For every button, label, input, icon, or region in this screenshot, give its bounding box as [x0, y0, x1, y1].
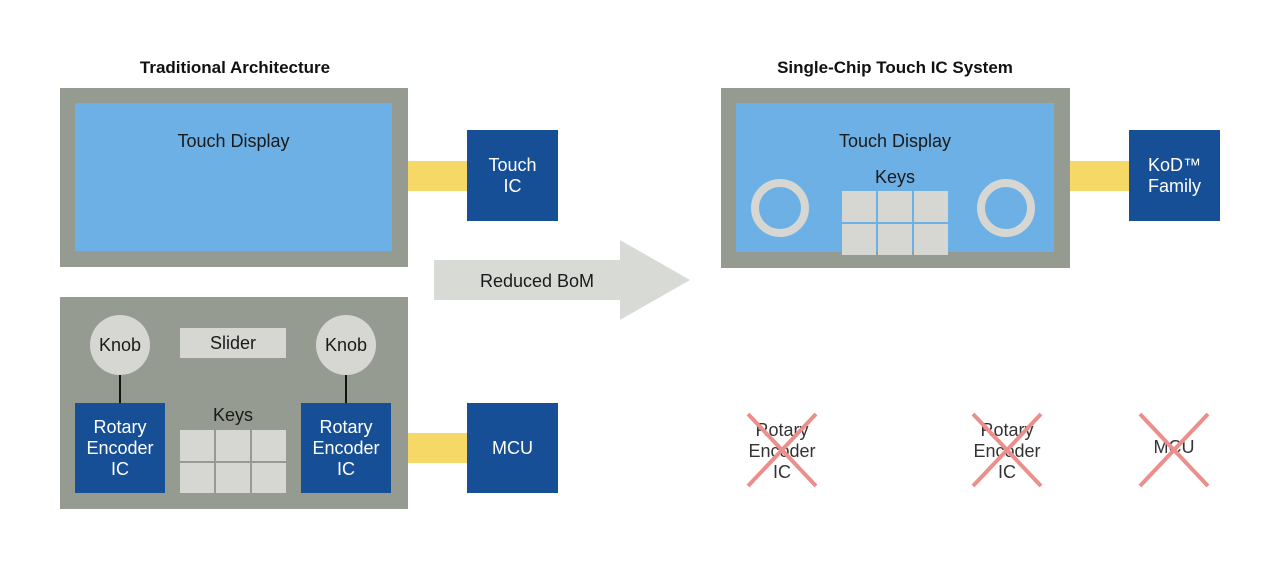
- touch-ic-connector: [408, 161, 467, 191]
- single-keys-label: Keys: [874, 167, 916, 187]
- touch-knob-right-ring: [977, 179, 1035, 237]
- slider-label: Slider: [209, 332, 257, 353]
- keys-grid: [180, 430, 286, 493]
- encoder-right-line-2: Encoder: [312, 437, 380, 458]
- touch-ic-label-line-2: IC: [503, 175, 522, 196]
- reduced-bom-label: Reduced BoM: [479, 271, 595, 291]
- touch-knob-left-ring: [751, 179, 809, 237]
- encoder-right-line-3: IC: [336, 458, 355, 479]
- removed-2-line-3: IC: [998, 462, 1016, 482]
- single-touch-display-label: Touch Display: [838, 131, 952, 151]
- traditional-controls-panel: Knob Slider Knob Rotary Encoder IC Keys …: [60, 297, 408, 509]
- kod-line-2: Family: [1147, 175, 1201, 196]
- reduced-bom-arrow-icon: [434, 240, 690, 320]
- knob-right: Knob: [316, 315, 376, 375]
- knob-right-label: Knob: [324, 334, 368, 355]
- key: [216, 462, 250, 493]
- key: [842, 224, 876, 255]
- key: [180, 462, 214, 493]
- key: [914, 191, 948, 222]
- kod-line-1: KoD™: [1147, 154, 1201, 175]
- touch-display-label: Touch Display: [177, 131, 290, 151]
- single-chip-display-frame: Touch Display Keys: [721, 88, 1070, 268]
- kod-connector: [1070, 161, 1129, 191]
- touch-display: Touch Display: [75, 103, 392, 251]
- knob-left-label: Knob: [98, 334, 142, 355]
- mcu-block: MCU: [467, 403, 558, 493]
- traditional-architecture-title: Traditional Architecture: [139, 58, 331, 77]
- key: [216, 430, 250, 461]
- touch-ic-block: Touch IC: [467, 130, 558, 221]
- rotary-encoder-ic-right: Rotary Encoder IC: [301, 403, 391, 493]
- cross-out-icon: [746, 412, 818, 488]
- key: [914, 224, 948, 255]
- removed-rotary-encoder-ic-1: Rotary Encoder IC: [742, 412, 822, 488]
- traditional-display-frame: Touch Display: [60, 88, 408, 267]
- keys-label: Keys: [212, 405, 254, 425]
- key: [252, 462, 286, 493]
- key: [878, 224, 912, 255]
- cross-out-icon: [971, 412, 1043, 488]
- encoder-right-line-1: Rotary: [319, 416, 373, 437]
- touch-ic-label-line-1: Touch: [488, 154, 537, 175]
- key: [180, 430, 214, 461]
- mcu-label: MCU: [492, 437, 533, 458]
- encoder-left-line-2: Encoder: [86, 437, 154, 458]
- rotary-encoder-ic-left: Rotary Encoder IC: [75, 403, 165, 493]
- encoder-left-line-3: IC: [110, 458, 129, 479]
- single-chip-system-title: Single-Chip Touch IC System: [777, 58, 1013, 77]
- knob-left-stem: [119, 375, 121, 403]
- mcu-connector: [408, 433, 467, 463]
- kod-family-block: KoD™ Family: [1129, 130, 1220, 221]
- knob-left: Knob: [90, 315, 150, 375]
- removed-1-line-3: IC: [773, 462, 791, 482]
- key: [878, 191, 912, 222]
- key: [252, 430, 286, 461]
- touch-display-with-keys: Touch Display Keys: [736, 103, 1054, 255]
- slider: Slider: [180, 328, 286, 358]
- removed-rotary-encoder-ic-2: Rotary Encoder IC: [967, 412, 1047, 488]
- cross-out-icon: [1138, 412, 1210, 488]
- removed-mcu: MCU: [1134, 412, 1214, 488]
- key: [842, 191, 876, 222]
- single-keys-grid: [842, 191, 948, 255]
- encoder-left-line-1: Rotary: [93, 416, 147, 437]
- knob-right-stem: [345, 375, 347, 403]
